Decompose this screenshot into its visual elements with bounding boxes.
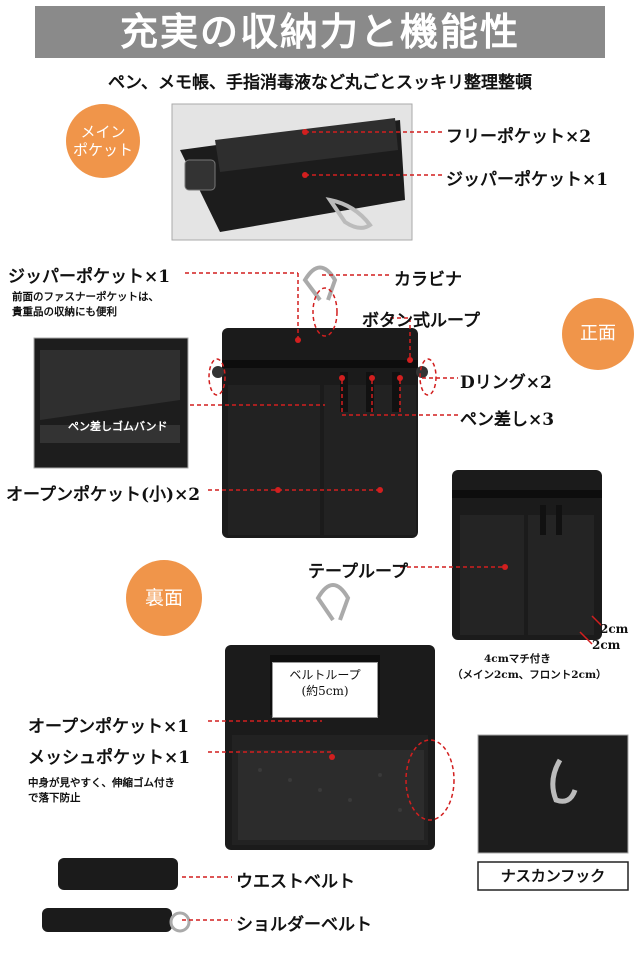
mesh-pocket-label: メッシュポケット×1 [28, 748, 191, 768]
zip-pocket-note: 前面のファスナーポケットは、 貴重品の収納にも便利 [12, 291, 159, 318]
waist-belt-label: ウエストベルト [236, 872, 355, 892]
open-pocket-back-label: オープンポケット×1 [28, 717, 190, 737]
belt-images [42, 858, 191, 933]
free-pocket-label: フリーポケット×2 [446, 127, 592, 147]
title-banner: 充実の収納力と機能性 [35, 6, 605, 58]
page-title: 充実の収納力と機能性 [119, 9, 520, 54]
belt-loop-label: ベルトループ (約5cm) [272, 662, 378, 718]
dim-a-label: 2cm [600, 622, 629, 636]
badge-main-pocket: メイン ポケット [66, 104, 140, 178]
open-pocket-small-label: オープンポケット(小)×2 [6, 485, 201, 505]
shoulder-belt-label: ショルダーベルト [236, 915, 372, 935]
badge-back: 裏面 [126, 560, 202, 636]
front-bag-image [212, 265, 428, 538]
tape-loop-label: テープループ [308, 562, 408, 582]
carabiner-label: カラビナ [394, 270, 462, 290]
snap-hook-photo [477, 734, 629, 854]
snap-hook-label: ナスカンフック [500, 867, 606, 885]
gusset-title: 4cmマチ付き [484, 653, 551, 665]
zip-pocket-main-label: ジッパーポケット×1 [446, 170, 609, 190]
pen-band-label: ペン差しゴムバンド [68, 420, 168, 433]
pen-holder-label: ペン差し×3 [460, 410, 555, 430]
gusset-detail: （メイン2cm、フロント2cm） [452, 669, 607, 681]
dimension-arrows [579, 615, 603, 645]
dim-b-label: 2cm [592, 638, 621, 652]
leader-dots [275, 129, 508, 760]
leader-lines [182, 131, 505, 921]
zip-pocket-front-label: ジッパーポケット×1 [8, 267, 171, 287]
pen-band-photo [33, 337, 189, 469]
side-bag-image [452, 470, 602, 640]
main-pocket-photo [171, 103, 413, 241]
badge-front: 正面 [562, 298, 634, 370]
subtitle: ペン、メモ帳、手指消毒液など丸ごとスッキリ整理整頓 [108, 73, 532, 93]
button-loop-label: ボタン式ループ [362, 311, 480, 331]
d-ring-label: Dリング×2 [460, 373, 552, 393]
mesh-note: 中身が見やすく、伸縮ゴム付き で落下防止 [28, 777, 175, 804]
